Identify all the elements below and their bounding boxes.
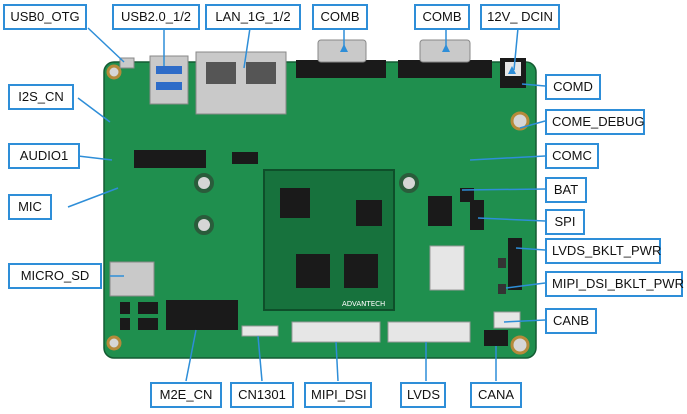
micro-sd-slot xyxy=(109,261,155,297)
callout-lvds: LVDS xyxy=(400,382,446,408)
callout-cana: CANA xyxy=(470,382,522,408)
leader-lines xyxy=(67,27,546,382)
callout-spi: SPI xyxy=(545,209,585,235)
callout-micro-sd: MICRO_SD xyxy=(8,263,102,289)
canb-header xyxy=(493,311,521,329)
callout-cn1301: CN1301 xyxy=(230,382,294,408)
lvds-bklt-header xyxy=(508,238,522,290)
mounting-holes xyxy=(106,64,530,355)
callout-canb: CANB xyxy=(545,308,597,334)
cana-header xyxy=(484,330,508,346)
callout-mipi-dsi-bklt-pwr: MIPI_DSI_BKLT_PWR xyxy=(545,271,684,297)
comb-connector-1 xyxy=(296,60,386,78)
callout-comc: COMC xyxy=(545,143,599,169)
callout-lvds-bklt-pwr: LVDS_BKLT_PWR xyxy=(545,238,661,264)
callout-comd: COMD xyxy=(545,74,601,100)
callout-i2s-cn: I2S_CN xyxy=(8,84,74,110)
cn1301-connector xyxy=(241,325,279,337)
callout-come-debug: COME_DEBUG xyxy=(545,109,645,135)
module-brand-text: ADVANTECH xyxy=(342,300,385,308)
callout-lan: LAN_1G_1/2 xyxy=(205,4,301,30)
callout-comb-2: COMB xyxy=(414,4,470,30)
comb-connector-2 xyxy=(398,60,492,78)
callout-mipi-dsi: MIPI_DSI xyxy=(304,382,372,408)
mipi-dsi-connector xyxy=(291,321,381,343)
callout-usb0-otg: USB0_OTG xyxy=(3,4,87,30)
callout-bat: BAT xyxy=(545,177,587,203)
usb0-otg-port xyxy=(119,57,135,69)
m2e-connector xyxy=(166,300,238,330)
lvds-connector xyxy=(387,321,471,343)
usb-port-stack xyxy=(149,55,189,105)
callout-mic: MIC xyxy=(8,194,52,220)
callout-m2e-cn: M2E_CN xyxy=(150,382,222,408)
callout-usb20: USB2.0_1/2 xyxy=(112,4,200,30)
audio-header xyxy=(134,150,206,168)
callout-audio1: AUDIO1 xyxy=(8,143,80,169)
callout-dcin: 12V_ DCIN xyxy=(480,4,560,30)
callout-comb-1: COMB xyxy=(312,4,368,30)
